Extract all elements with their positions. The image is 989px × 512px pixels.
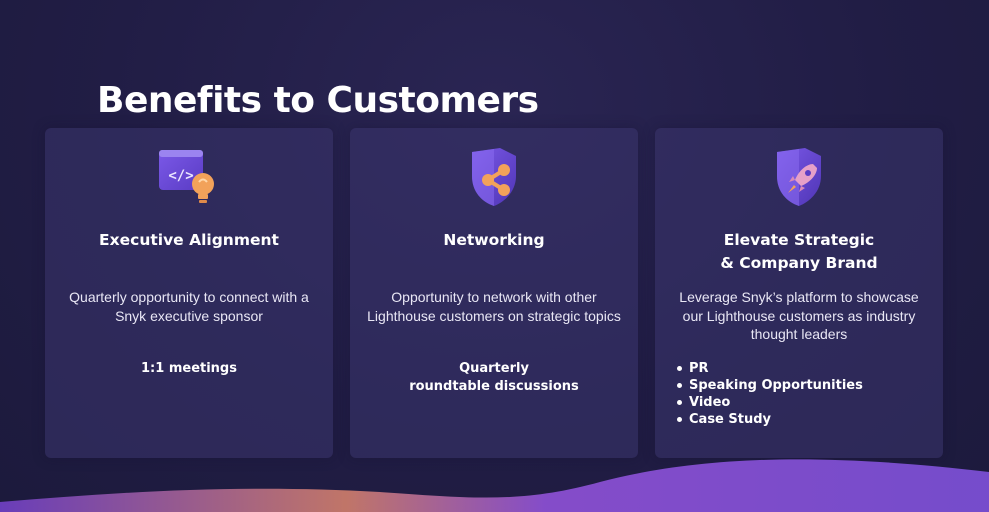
card-highlight-line: Quarterly — [459, 361, 529, 376]
shield-rocket-icon — [767, 146, 831, 210]
card-networking: Networking Opportunity to network with o… — [350, 128, 638, 458]
card-highlight: Quarterly roundtable discussions — [350, 360, 638, 396]
decorative-wave — [0, 459, 989, 512]
bullet-item: Case Study — [677, 411, 863, 428]
card-title: Networking — [443, 231, 545, 249]
bullet-item: Video — [677, 394, 863, 411]
bullet-item: Speaking Opportunities — [677, 377, 863, 394]
slide-title: Benefits to Customers — [97, 80, 539, 121]
card-description: Leverage Snyk’s platform to showcase our… — [679, 289, 919, 342]
card-title: Executive Alignment — [99, 231, 279, 249]
bullet-item: PR — [677, 360, 863, 377]
card-description: Opportunity to network with other Lighth… — [367, 289, 621, 324]
card-title-line: & Company Brand — [720, 254, 878, 272]
svg-text:</>: </> — [168, 168, 193, 184]
card-title: Elevate Strategic & Company Brand — [655, 229, 943, 275]
benefit-bullet-list: PR Speaking Opportunities Video Case Stu… — [677, 360, 863, 428]
card-description: Quarterly opportunity to connect with a … — [69, 289, 309, 324]
card-elevate-brand: Elevate Strategic & Company Brand Levera… — [655, 128, 943, 458]
shield-share-icon — [462, 146, 526, 210]
card-highlight-line: roundtable discussions — [409, 379, 579, 394]
card-executive-alignment: </> Executive Alignment Quarterly opport… — [45, 128, 333, 458]
code-lightbulb-icon: </> — [157, 146, 221, 210]
card-highlight: 1:1 meetings — [141, 361, 237, 376]
card-title-line: Elevate Strategic — [723, 231, 875, 249]
